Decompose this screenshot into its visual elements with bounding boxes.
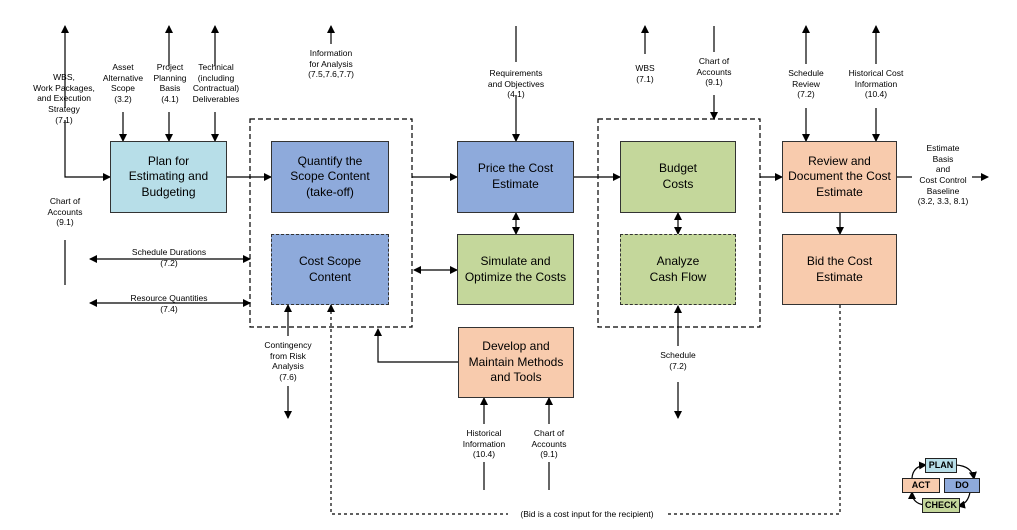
pdca-plan: PLAN [925, 458, 957, 473]
label-historical-cost: Historical Cost Information (10.4) [848, 68, 904, 100]
pdca-act: ACT [902, 478, 940, 493]
label-wbs: WBS (7.1) [635, 63, 655, 84]
develop-methods-box: Develop and Maintain Methods and Tools [458, 327, 574, 398]
pdca-arrow-plan-do [955, 464, 977, 480]
bid-estimate-box: Bid the Cost Estimate [782, 234, 897, 305]
label-resource-quantities: Resource Quantities (7.4) [130, 293, 208, 314]
label-historical-info: Historical Information (10.4) [462, 428, 506, 460]
budget-group-border [597, 118, 761, 328]
simulate-optimize-box: Simulate and Optimize the Costs [457, 234, 574, 305]
label-contingency: Contingency from Risk Analysis (7.6) [264, 340, 312, 382]
cash-flow-box: Analyze Cash Flow [620, 234, 736, 305]
cost-scope-box: Cost Scope Content [271, 234, 389, 305]
price-estimate-label: Price the Cost Estimate [477, 161, 554, 191]
quantify-group-border [249, 118, 413, 328]
cash-flow-label: Analyze Cash Flow [649, 253, 707, 284]
label-schedule: Schedule (7.2) [660, 350, 696, 371]
label-technical: Technical (including Contractual) Delive… [192, 62, 240, 104]
develop-methods-label: Develop and Maintain Methods and Tools [468, 339, 564, 385]
label-asset-scope: Asset Alternative Scope (3.2) [102, 62, 144, 104]
review-document-box: Review and Document the Cost Estimate [782, 141, 897, 213]
label-schedule-review: Schedule Review (7.2) [788, 68, 824, 100]
price-estimate-box: Price the Cost Estimate [457, 141, 574, 213]
bid-return-loop [327, 304, 841, 515]
pdca-arrow-act-plan [911, 461, 927, 479]
label-chart-accounts-left: Chart of Accounts (9.1) [47, 196, 83, 228]
pdca-do: DO [944, 478, 980, 493]
pdca-check: CHECK [922, 498, 960, 513]
label-wbs-strategy: WBS, Work Packages, and Execution Strate… [33, 72, 95, 125]
arrow-develop-to-cost [374, 328, 458, 363]
budget-costs-label: Budget Costs [658, 161, 698, 191]
budget-costs-box: Budget Costs [620, 141, 736, 213]
label-chart-accounts-bottom: Chart of Accounts (9.1) [531, 428, 567, 460]
quantify-scope-label: Quantify the Scope Content (take-off) [290, 153, 370, 199]
cost-scope-label: Cost Scope Content [298, 253, 362, 284]
quantify-scope-box: Quantify the Scope Content (take-off) [271, 141, 389, 213]
simulate-optimize-label: Simulate and Optimize the Costs [464, 253, 567, 284]
review-document-label: Review and Document the Cost Estimate [788, 153, 891, 199]
plan-estimating-label: Plan for Estimating and Budgeting [128, 153, 209, 199]
arrow-wbs-to-plan [64, 120, 111, 181]
bid-estimate-label: Bid the Cost Estimate [806, 253, 873, 284]
plan-estimating-box: Plan for Estimating and Budgeting [110, 141, 227, 213]
label-schedule-durations: Schedule Durations (7.2) [131, 247, 207, 268]
label-requirements: Requirements and Objectives (4.1) [487, 68, 545, 100]
label-chart-accounts-top: Chart of Accounts (9.1) [696, 56, 732, 88]
label-info-analysis: Information for Analysis (7.5,7.6,7.7) [308, 48, 354, 80]
label-project-planning: Project Planning Basis (4.1) [153, 62, 187, 104]
label-estimate-basis: Estimate Basis and Cost Control Baseline… [917, 143, 969, 207]
label-bid-note: (Bid is a cost input for the recipient) [508, 509, 666, 520]
